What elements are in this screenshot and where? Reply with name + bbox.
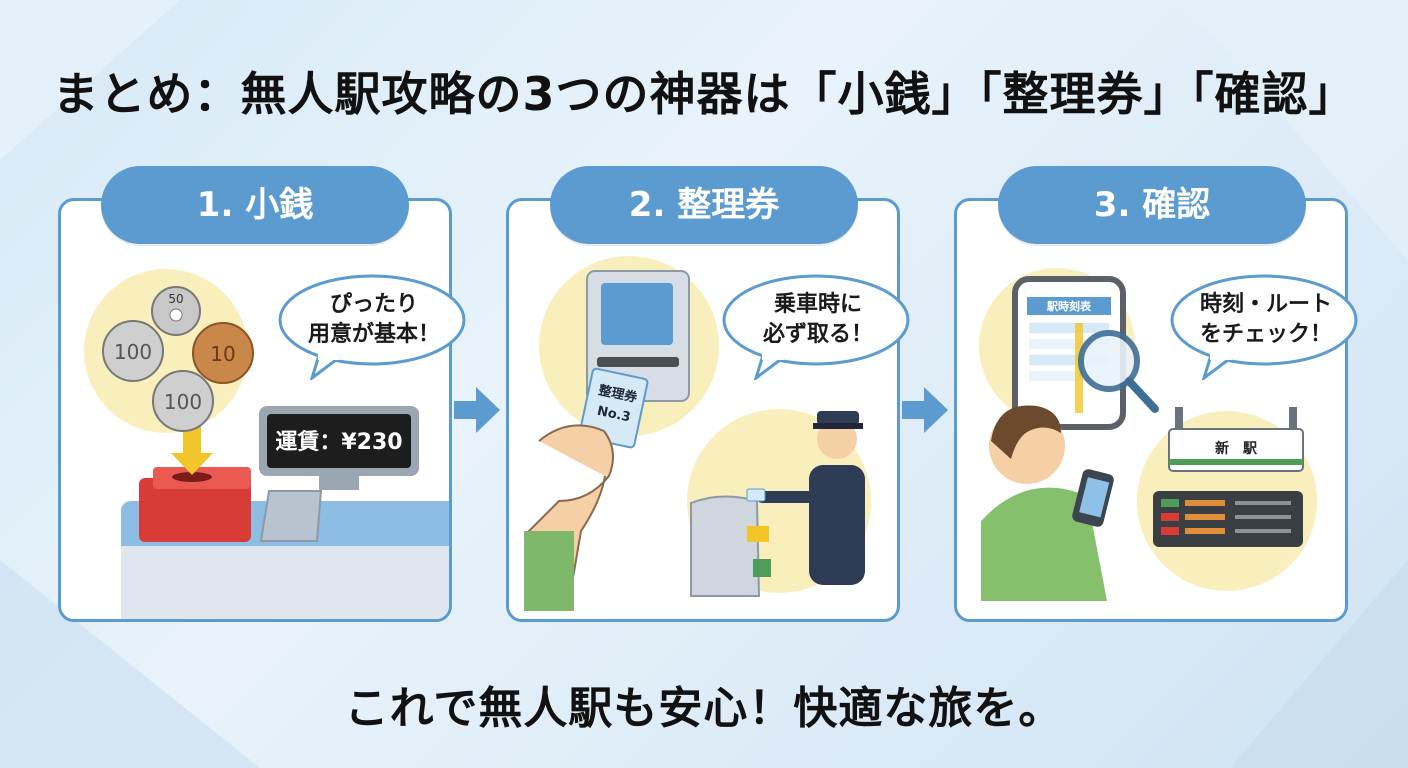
ticket-gate-icon bbox=[690, 495, 771, 597]
conductor-icon bbox=[746, 411, 865, 585]
check-illustration: 駅時刻表 新 駅 bbox=[979, 268, 1317, 601]
step-card-check: 駅時刻表 新 駅 bbox=[954, 198, 1348, 622]
coin-icon: 100 bbox=[152, 370, 214, 432]
bubble-line-1: 時刻・ルート bbox=[1199, 292, 1332, 317]
bubble-line-2: 用意が基本！ bbox=[307, 322, 440, 347]
down-arrow-icon bbox=[171, 426, 213, 475]
coin-icon: 50 bbox=[151, 286, 201, 336]
speech-bubble-ticket: 乗車時に 必ず取る！ bbox=[720, 272, 916, 380]
coins-illustration: 50 100 10 100 運賃：¥230 bbox=[84, 269, 449, 619]
ticket-machine-icon bbox=[586, 270, 690, 402]
coin-icon: 100 bbox=[102, 320, 164, 382]
footer-message: これで無人駅も安心！快適な旅を。 bbox=[344, 683, 1064, 734]
step-label-ticket: 2. 整理券 bbox=[550, 166, 858, 244]
fare-display: 運賃：¥230 bbox=[275, 430, 402, 455]
coin-icon: 10 bbox=[192, 322, 254, 384]
step-label-coins: 1. 小銭 bbox=[101, 166, 409, 244]
coin-10: 10 bbox=[210, 342, 235, 366]
bubble-line-2: 必ず取る！ bbox=[762, 322, 873, 347]
ticket-number: No.3 bbox=[596, 404, 632, 426]
hand-icon bbox=[524, 424, 614, 611]
smartphone-icon bbox=[1012, 276, 1126, 430]
speech-bubble-check: 時刻・ルート をチェック！ bbox=[1168, 272, 1364, 380]
station-sign: 新 駅 bbox=[1215, 440, 1258, 457]
right-arrow-icon bbox=[902, 387, 948, 433]
ticket-illustration: 整理券 No.3 bbox=[524, 256, 871, 611]
fare-box-icon bbox=[139, 467, 251, 542]
timetable-header: 駅時刻表 bbox=[1046, 299, 1092, 313]
step-card-ticket: 整理券 No.3 bbox=[506, 198, 900, 622]
coin-50: 50 bbox=[168, 292, 183, 306]
bubble-line-2: をチェック！ bbox=[1199, 322, 1332, 347]
coin-100: 100 bbox=[114, 340, 152, 364]
step-label-check: 3. 確認 bbox=[998, 166, 1306, 244]
magnifier-icon bbox=[1078, 330, 1159, 413]
bubble-line-1: ぴったり bbox=[329, 292, 418, 317]
coin-100: 100 bbox=[164, 390, 202, 414]
speech-bubble-coins: ぴったり 用意が基本！ bbox=[276, 272, 472, 380]
right-arrow-icon bbox=[454, 387, 500, 433]
step-card-coins: 50 100 10 100 運賃：¥230 bbox=[58, 198, 452, 622]
page-title: まとめ：無人駅攻略の3つの神器は「小銭」「整理券」「確認」 bbox=[52, 67, 1356, 121]
person-icon bbox=[981, 405, 1114, 601]
departure-board-icon bbox=[1153, 491, 1303, 547]
bubble-line-1: 乗車時に bbox=[773, 292, 862, 317]
